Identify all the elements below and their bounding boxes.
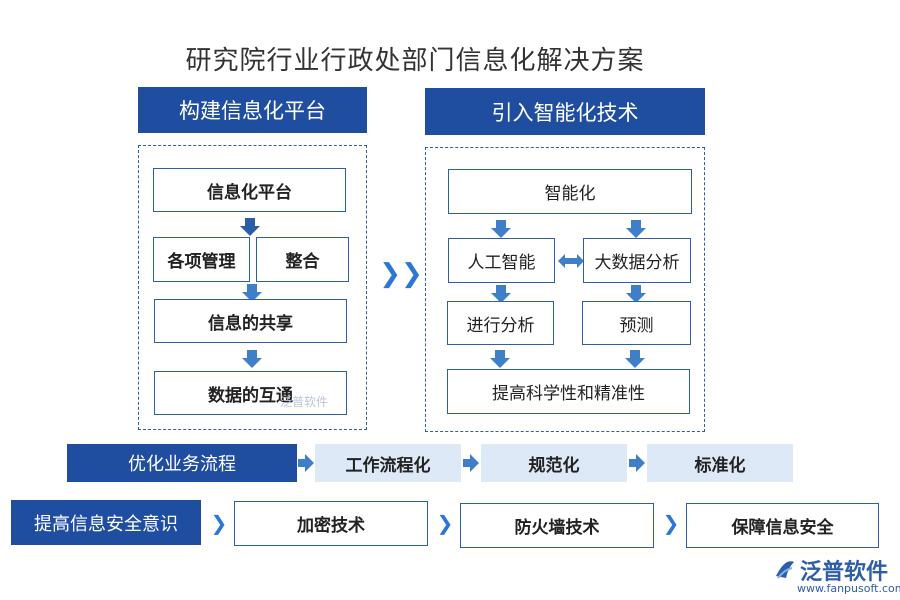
arrow-down-icon [491,285,511,303]
row2-item-1: 加密技术 [234,501,428,546]
management-box: 各项管理 [153,237,250,282]
arrow-right-icon [463,454,479,472]
watermark: 泛普软件 [280,395,329,409]
row2-item-3: 保障信息安全 [686,503,879,548]
arrow-down-icon [242,284,262,302]
arrow-right-icon [629,454,645,472]
integrate-box: 整合 [256,237,349,282]
exchange-box: 数据的互通 [154,371,347,415]
intelligence-box: 智能化 [448,169,692,214]
arrow-right-icon [298,454,314,472]
analysis-box: 进行分析 [447,301,554,345]
arrow-down-icon [242,350,262,368]
double-arrow-icon [558,254,584,268]
logo-name: 泛普软件 [800,560,889,585]
share-box: 信息的共享 [154,299,347,343]
right-panel [425,147,705,432]
bigdata-box: 大数据分析 [583,238,691,283]
left-header: 构建信息化平台 [138,87,367,133]
arrow-down-icon [490,350,510,368]
arrow-down-icon [491,220,511,238]
row1-item-2: 规范化 [481,444,627,482]
arrow-down-icon [626,220,646,238]
arrow-down-icon [625,350,645,368]
row2-item-2: 防火墙技术 [460,503,654,548]
left-panel [138,145,367,430]
double-chevron-right-icon: ❯❯ [379,259,423,289]
chevron-right-icon: ❯ [210,511,228,535]
platform-box: 信息化平台 [153,168,346,212]
ai-box: 人工智能 [448,238,555,283]
improve-box: 提高科学性和精准性 [447,369,690,414]
arrow-down-icon [240,218,260,236]
row1-item-1: 工作流程化 [315,444,461,482]
logo-url: www.fanpusoft.com [797,582,900,595]
chevron-right-icon: ❯ [662,511,680,535]
logo-icon [776,561,794,579]
row2-label: 提高信息安全意识 [11,500,201,545]
right-header: 引入智能化技术 [425,88,705,135]
chevron-right-icon: ❯ [436,511,454,535]
row1-item-3: 标准化 [647,444,793,482]
exchange-label: 数据的互通 [208,385,293,406]
page-title: 研究院行业行政处部门信息化解决方案 [185,46,645,76]
arrow-down-icon [626,285,646,303]
predict-box: 预测 [582,301,691,345]
row1-label: 优化业务流程 [67,444,297,482]
